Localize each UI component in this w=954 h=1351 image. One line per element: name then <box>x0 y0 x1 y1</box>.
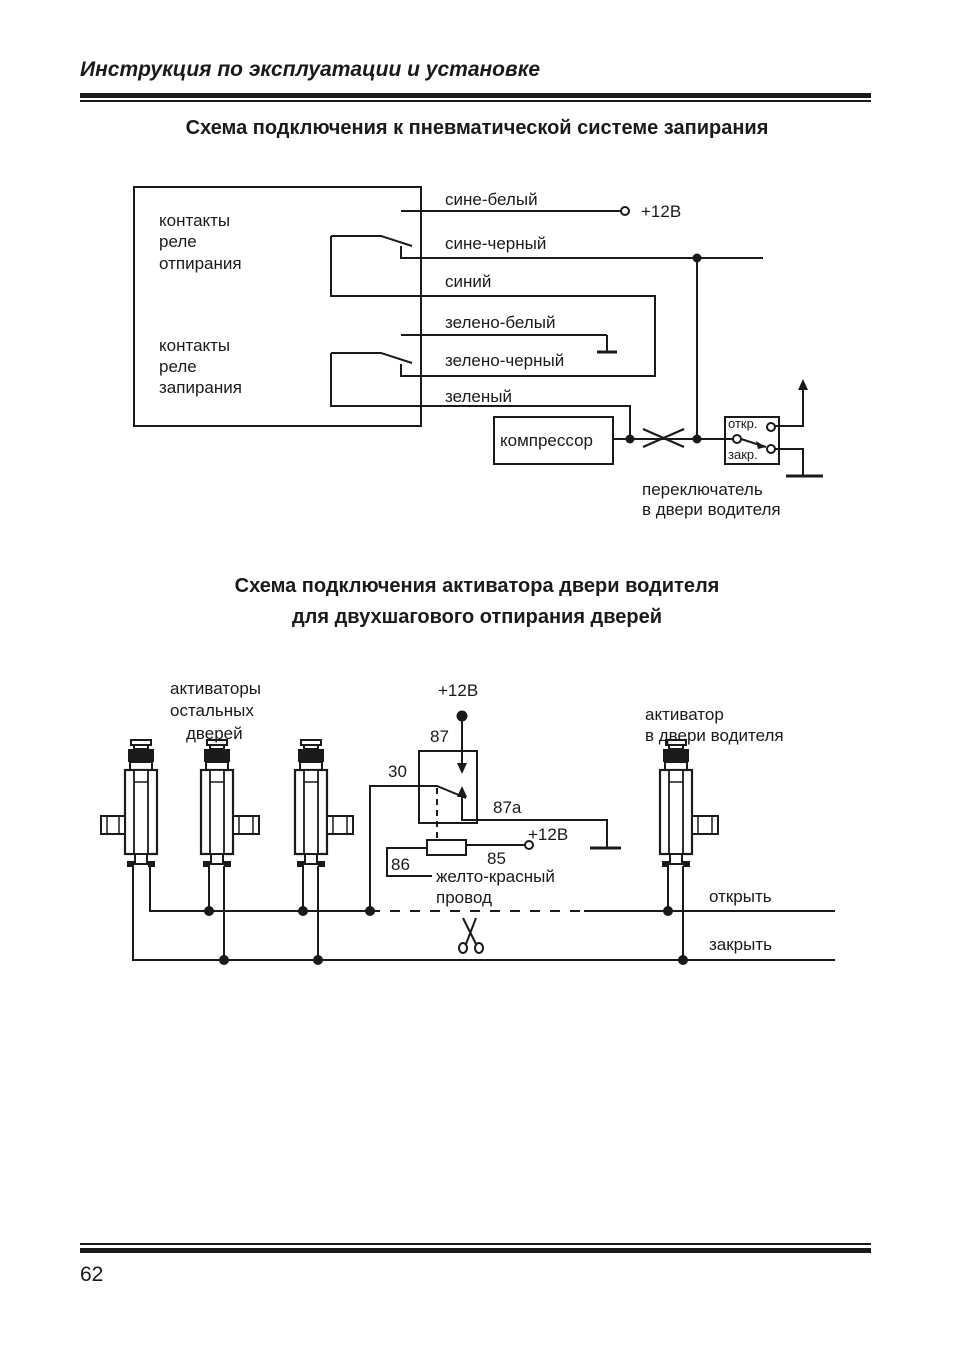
pin87a-label: 87а <box>493 798 522 817</box>
switch-labels: откр. закр. <box>728 416 758 462</box>
close-bus <box>132 866 835 961</box>
page-header-title: Инструкция по эксплуатации и установке <box>80 58 541 81</box>
driver-door-actuator <box>658 738 719 869</box>
pin30-label: 30 <box>388 762 407 781</box>
other-actuators-label-1: активаторы <box>170 679 261 698</box>
wire-blue-black <box>400 246 763 259</box>
relay-pin86 <box>386 847 432 877</box>
switch-close-label: закр. <box>728 447 758 462</box>
relay-lock-label-1: контакты <box>159 336 230 355</box>
relay-unlock-label-1: контакты <box>159 211 230 230</box>
diagram1-labels: контакты реле отпирания контакты реле за… <box>159 190 781 519</box>
wire-to-switch <box>696 258 735 440</box>
close-label: закрыть <box>709 935 772 954</box>
scissors-icon <box>458 917 484 954</box>
diagram2-wires <box>132 716 835 961</box>
compressor-label: компрессор <box>500 431 593 450</box>
wire-label-blue-white: сине-белый <box>445 190 538 209</box>
lock-relay-contact <box>331 352 413 364</box>
pin86-label: 86 <box>391 855 410 874</box>
pin85-label: 85 <box>487 849 506 868</box>
wire-blue <box>330 236 656 377</box>
switch-caption-1: переключатель <box>642 480 763 499</box>
plus12-label: +12В <box>641 202 681 221</box>
door-actuator-3 <box>293 738 354 869</box>
terminal-plus12 <box>620 206 630 216</box>
terminal-plus12-side <box>524 840 534 850</box>
relay-coil <box>426 839 467 856</box>
wire-label-2: провод <box>436 888 492 907</box>
page-number: 62 <box>80 1263 104 1286</box>
terminal-plus12-top <box>456 710 468 722</box>
wire-green <box>330 353 631 439</box>
relay-pin30 <box>369 785 467 911</box>
diagram2-title-line2: для двухшагового отпирания дверей <box>291 606 663 628</box>
wire-label-green-white: зелено-белый <box>445 313 555 332</box>
open-bus-left <box>149 866 370 912</box>
wire-label-green: зеленый <box>445 387 512 406</box>
wire-label-green-black: зелено-черный <box>445 351 564 370</box>
open-label: открыть <box>709 887 772 906</box>
diagram1-dots <box>620 206 776 454</box>
door-actuator-1 <box>100 738 159 869</box>
plus12-side-label: +12В <box>528 825 568 844</box>
arrow-up <box>775 383 804 427</box>
diagram2-dots <box>204 710 688 965</box>
driver-actuator-label-1: активатор <box>645 705 724 724</box>
driver-door-switch <box>724 416 780 465</box>
compressor-box <box>493 416 614 465</box>
diagram2-title-line1: Схема подключения активатора двери водит… <box>234 575 720 597</box>
footer-rule <box>80 1248 871 1253</box>
diagram2-labels: активаторы остальных дверей активатор в … <box>170 679 784 954</box>
relay-block <box>133 186 422 427</box>
wire-label-1: желто-красный <box>436 867 555 886</box>
relay-pin87a <box>461 792 608 848</box>
footer-rule-thin <box>80 1243 871 1245</box>
header-rule <box>80 93 871 98</box>
door-actuator-2 <box>199 738 260 869</box>
relay-unlock-label-3: отпирания <box>159 254 242 273</box>
relay-unlock-label-2: реле <box>159 232 197 251</box>
other-actuators-label-2: остальных <box>170 701 254 720</box>
plus12-top-label: +12В <box>438 681 478 700</box>
wire-label-blue-black: сине-черный <box>445 234 546 253</box>
diagram1-title: Схема подключения к пневматической систе… <box>185 117 769 139</box>
relay-lock-label-3: запирания <box>159 378 242 397</box>
unlock-relay-contact <box>331 235 413 247</box>
switch-caption-2: в двери водителя <box>642 500 781 519</box>
wire-label-blue: синий <box>445 272 491 291</box>
relay-lock-label-2: реле <box>159 357 197 376</box>
driver-actuator-label-2: в двери водителя <box>645 726 784 745</box>
other-actuators-label-3: дверей <box>186 724 243 743</box>
switch-open-label: откр. <box>728 416 757 431</box>
header-rule-thin <box>80 100 871 102</box>
pin87-label: 87 <box>430 727 449 746</box>
